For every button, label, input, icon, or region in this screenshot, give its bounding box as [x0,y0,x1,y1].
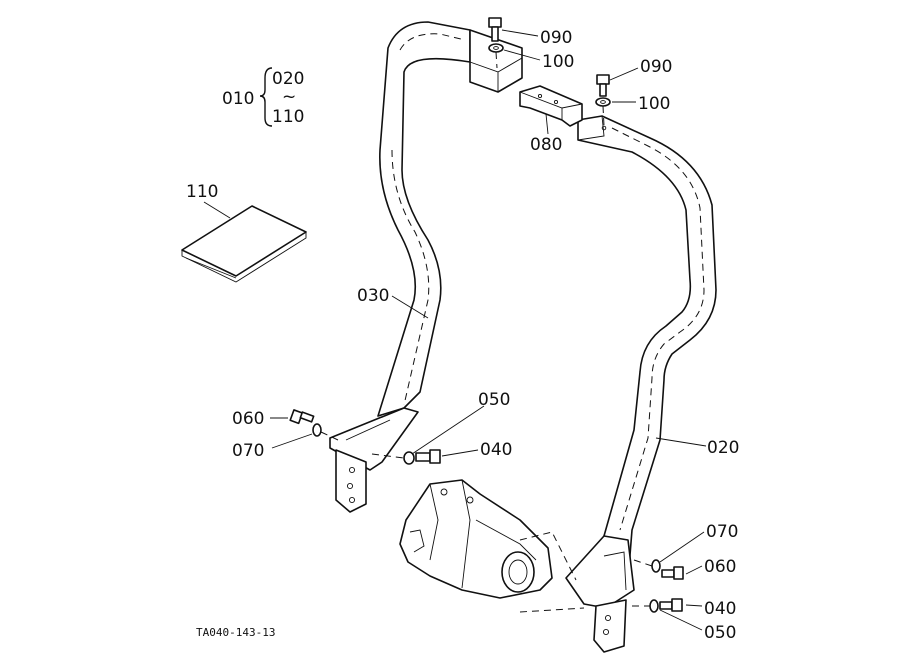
callout-050-right: 050 [704,623,736,643]
callout-060-left: 060 [232,409,264,429]
callout-100-upper-left: 100 [542,52,574,72]
range-bracket-010 [259,67,273,127]
callout-050-left: 050 [478,390,510,410]
bolt-090-upper-right [596,74,610,97]
callout-110-range-end: 110 [272,107,304,127]
washer-050-right [649,599,659,613]
callout-090-upper-left: 090 [540,28,572,48]
left-frame-tube-030 [329,21,523,513]
callout-090-upper-right: 090 [640,57,672,77]
leader-lines [203,29,707,631]
callout-030: 030 [357,286,389,306]
callout-080: 080 [530,135,562,155]
callout-110-manual: 110 [186,182,218,202]
bolt-090-upper-left [488,17,502,42]
right-frame-tube-020 [565,115,717,653]
operator-manual-110 [181,205,307,283]
bolt-040-left [415,449,441,464]
callout-020-range-start: 020 [272,69,304,89]
callout-010: 010 [222,89,254,109]
washer-070-left [312,423,322,437]
washer-070-right [651,559,661,573]
connector-bracket-080 [519,85,583,127]
bolt-040-right [659,598,683,612]
figure-code: TA040-143-13 [196,626,275,639]
bolt-060-right [661,566,684,580]
bolt-060-left [289,409,315,425]
callout-range-tilde: ~ [282,87,296,107]
callout-070-right: 070 [706,522,738,542]
callout-100-upper-right: 100 [638,94,670,114]
washer-100-upper-right [595,97,611,107]
axle-housing [399,479,585,613]
callout-040-right: 040 [704,599,736,619]
washer-100-upper-left [488,43,504,53]
callout-060-right: 060 [704,557,736,577]
washer-050-left [403,451,415,465]
callout-070-left: 070 [232,441,264,461]
callout-040-left: 040 [480,440,512,460]
callout-020: 020 [707,438,739,458]
